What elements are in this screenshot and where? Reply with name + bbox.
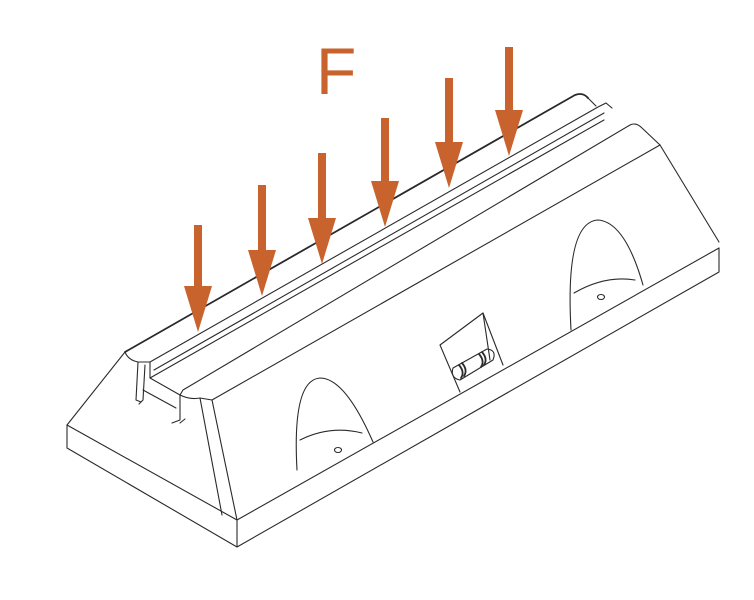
right-arch-opening: [569, 219, 644, 331]
base-slab: [66, 247, 720, 548]
left-arch-opening: [295, 377, 374, 471]
force-arrows: [184, 47, 523, 332]
force-arrow-5: [435, 78, 463, 188]
pin-window: [439, 312, 504, 393]
force-arrow-4: [371, 118, 399, 227]
force-arrow-6: [495, 47, 523, 156]
force-arrow-2: [248, 185, 276, 296]
force-arrow-3: [308, 153, 336, 264]
block-body: [66, 93, 720, 521]
force-label: F: [316, 34, 357, 108]
force-arrow-1: [184, 225, 212, 332]
